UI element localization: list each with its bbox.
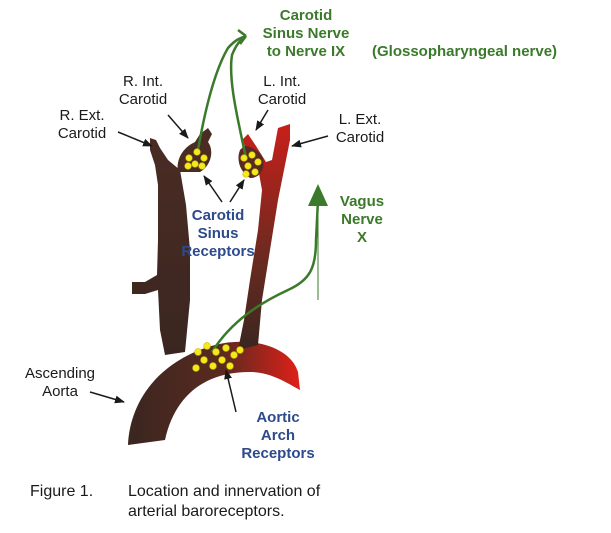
ascending-aorta-line1: Ascending (25, 365, 95, 382)
l-ext-carotid-line1: L. Ext. (339, 111, 382, 128)
glossopharyngeal-nerve (196, 29, 248, 159)
caption-line2: arterial baroreceptors. (128, 503, 285, 520)
pointer-arrows (89, 109, 329, 413)
label-glossopharyngeal: Carotid Sinus Nerve to Nerve IX (263, 7, 350, 60)
label-ascending-aorta: Ascending Aorta (25, 365, 95, 400)
arrow-l-ext-carotid (291, 135, 329, 148)
figure-caption: Figure 1. Location and innervation of ar… (30, 483, 321, 520)
carotid-sinus-receptors-right (184, 148, 208, 170)
label-carotid-sinus-receptors: Carotid Sinus Receptors (181, 207, 254, 260)
l-int-carotid-line2: Carotid (258, 91, 306, 108)
glossopharyngeal-note: (Glossopharyngeal nerve) (372, 43, 557, 60)
carotid-sinus-receptors-line2: Sinus (198, 225, 239, 242)
vagus-nerve (210, 184, 328, 353)
arrow-l-int-carotid (255, 109, 269, 131)
r-ext-carotid-line2: Carotid (58, 125, 106, 142)
r-ext-carotid-line1: R. Ext. (59, 107, 104, 124)
caption-line1: Location and innervation of (128, 483, 321, 500)
ascending-aorta-line2: Aorta (42, 383, 79, 400)
l-int-carotid-line1: L. Int. (263, 73, 301, 90)
vagus-line2: Nerve (341, 211, 383, 228)
label-r-ext-carotid: R. Ext. Carotid (58, 107, 106, 142)
arrow-carotid-sinus-left (203, 175, 223, 203)
arrow-carotid-sinus-right (229, 179, 245, 203)
aortic-arch-receptors-line1: Aortic (256, 409, 299, 426)
label-r-int-carotid: R. Int. Carotid (119, 73, 167, 108)
glossopharyngeal-title-line1: Carotid (280, 7, 333, 24)
arrow-aortic-arch (224, 369, 237, 413)
aortic-arch (128, 341, 300, 445)
label-aortic-arch-receptors: Aortic Arch Receptors (241, 409, 314, 462)
carotid-sinus-receptors-left (240, 151, 262, 178)
arrow-r-int-carotid (167, 114, 189, 139)
arrow-r-ext-carotid (117, 131, 153, 147)
l-ext-carotid-line2: Carotid (336, 129, 384, 146)
vagus-line1: Vagus (340, 193, 384, 210)
aortic-arch-receptors-line2: Arch (261, 427, 295, 444)
label-l-ext-carotid: L. Ext. Carotid (336, 111, 384, 146)
r-int-carotid-line1: R. Int. (123, 73, 163, 90)
arrow-ascending-aorta (89, 391, 125, 404)
vagus-line3: X (357, 229, 367, 246)
aortic-arch-receptors-line3: Receptors (241, 445, 314, 462)
caption-figure-number: Figure 1. (30, 483, 93, 500)
r-int-carotid-line2: Carotid (119, 91, 167, 108)
carotid-sinus-receptors-line1: Carotid (192, 207, 245, 224)
label-l-int-carotid: L. Int. Carotid (258, 73, 306, 108)
glossopharyngeal-title-line2: Sinus Nerve (263, 25, 350, 42)
glossopharyngeal-title-line3: to Nerve IX (267, 43, 345, 60)
label-vagus-nerve: Vagus Nerve X (340, 193, 384, 246)
carotid-sinus-receptors-line3: Receptors (181, 243, 254, 260)
aortic-arch-receptors (192, 342, 244, 372)
